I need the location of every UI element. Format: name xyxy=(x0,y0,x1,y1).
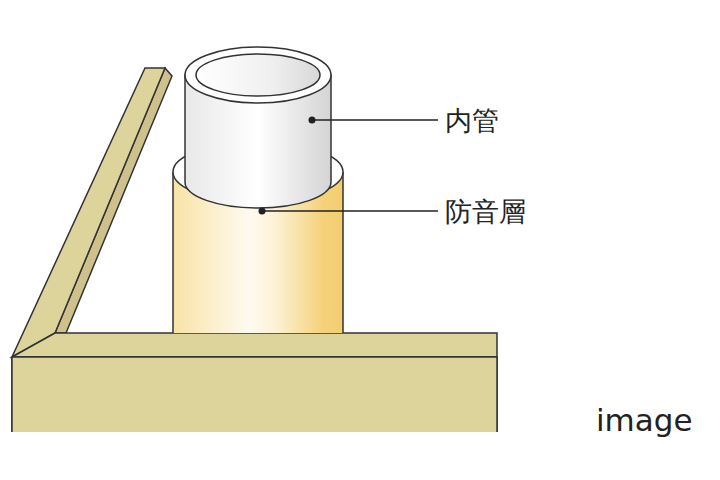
wall-inner-face xyxy=(55,68,172,333)
floor-top xyxy=(12,333,497,357)
part-label: 内管 xyxy=(445,107,499,134)
wall-top xyxy=(12,68,165,357)
part-label: 防音層 xyxy=(445,198,526,225)
inner-pipe-hole xyxy=(196,54,320,96)
watermark-label: image xyxy=(596,405,693,436)
floor-front xyxy=(12,357,497,432)
leader-line xyxy=(312,119,438,120)
leader-line xyxy=(262,210,438,211)
